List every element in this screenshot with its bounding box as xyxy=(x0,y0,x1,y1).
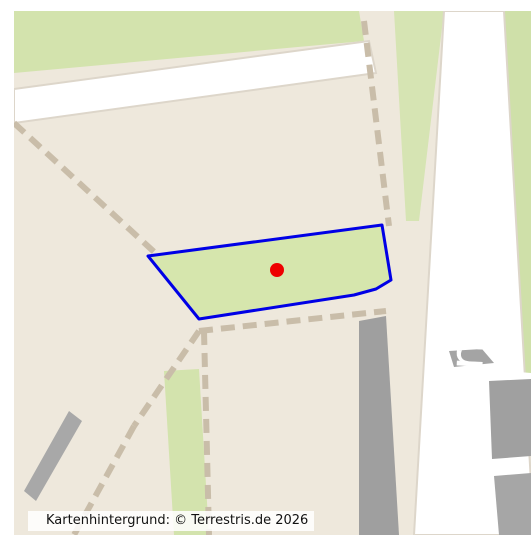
map-attribution: Kartenhintergrund: © Terrestris.de 2026 xyxy=(28,511,315,531)
green-verge xyxy=(394,11,444,221)
green-area-north xyxy=(14,11,364,73)
building-east-3 xyxy=(494,473,531,535)
building-block-center xyxy=(359,316,399,535)
footpaths xyxy=(14,20,392,535)
building-east-1 xyxy=(449,349,494,367)
green-strip-south xyxy=(164,369,209,535)
map-view[interactable]: Gennerstraße Kartenhintergrund: © Terres… xyxy=(14,11,531,535)
road-north xyxy=(14,39,378,125)
location-marker[interactable] xyxy=(270,263,284,277)
building-west xyxy=(24,411,82,501)
parcel-outline[interactable] xyxy=(146,223,393,321)
map-canvas[interactable]: Gennerstraße xyxy=(14,11,531,535)
building-east-2 xyxy=(489,379,531,459)
